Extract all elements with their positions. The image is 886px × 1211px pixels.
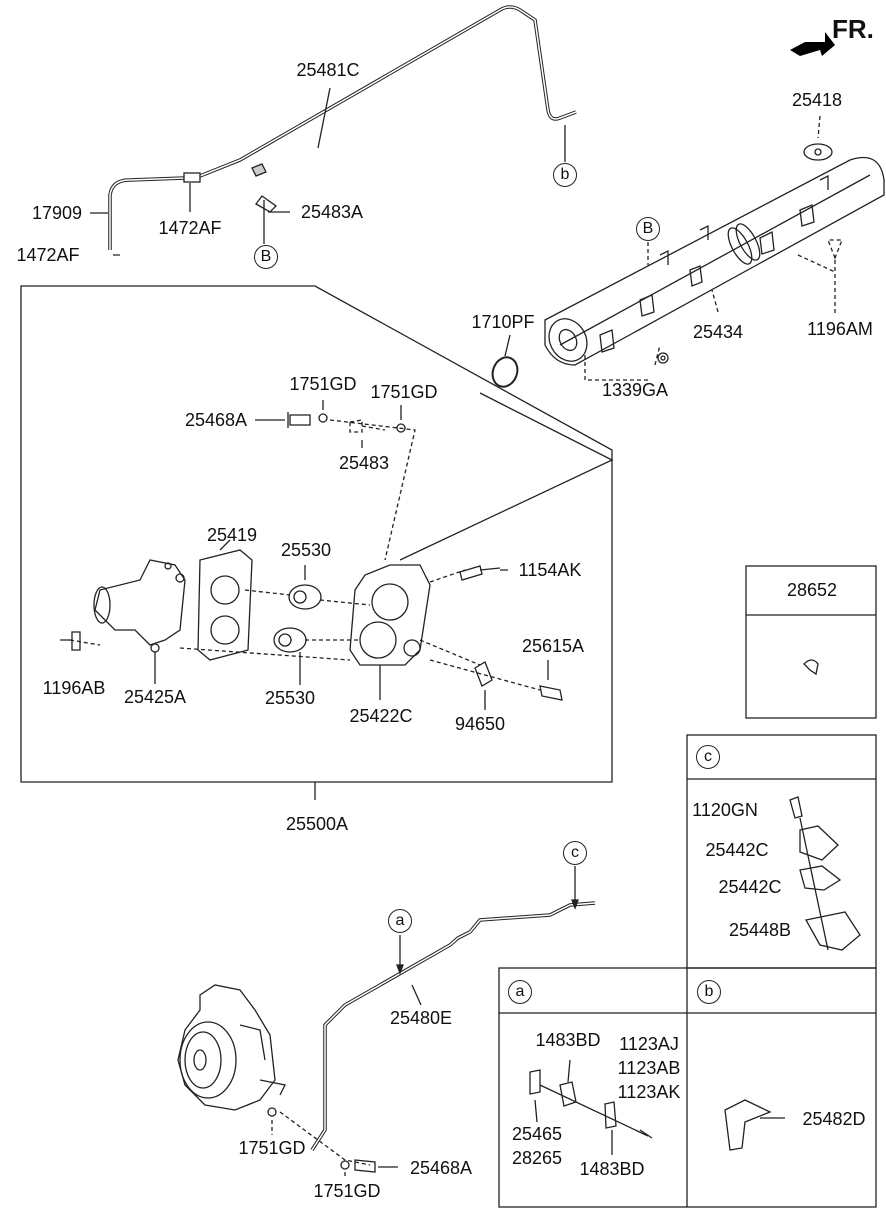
part-label: 1123AK [617, 1082, 681, 1102]
part-label: 25468A [409, 1158, 473, 1178]
part-label: 25448B [728, 920, 792, 940]
assembly-25500A-frame [20, 285, 613, 783]
part-label: 25530 [264, 688, 316, 708]
part-label: 1483BD [535, 1030, 601, 1050]
part-label: 25442C [705, 840, 769, 860]
part-label: 25465 [511, 1124, 563, 1144]
housing-25422C [349, 564, 431, 666]
part-label: 25422C [349, 706, 413, 726]
part-label: 1472AF [16, 245, 80, 265]
part-label: 25483A [300, 202, 364, 222]
part-label: 25425A [123, 687, 187, 707]
callout-B: B [254, 245, 278, 269]
part-label: 1123AB [617, 1058, 681, 1078]
part-label: 1339GA [601, 380, 669, 400]
part-label: 25481C [296, 60, 360, 80]
clip-28652-icon [803, 659, 819, 676]
part-label: 25468A [184, 410, 248, 430]
part-label: 1120GN [692, 800, 758, 820]
callout-B-rail: B [636, 217, 660, 241]
part-label: 1472AF [158, 218, 222, 238]
part-label: 17909 [31, 203, 83, 223]
callout-b: b [553, 163, 577, 187]
box-a-header: a [508, 980, 532, 1004]
callout-a-pipe: a [388, 909, 412, 933]
part-label: 1751GD [370, 382, 438, 402]
water-pump [177, 984, 286, 1111]
water-pipe-25480E [310, 901, 596, 1151]
thermostat-housing-25425A [93, 559, 186, 653]
part-label: 1710PF [471, 312, 535, 332]
part-label: 28652 [786, 580, 838, 600]
part-label: 25500A [285, 814, 349, 834]
thermostat-25530-lower [273, 627, 307, 653]
thermostat-25530-upper [288, 584, 322, 610]
box-28652 [745, 565, 877, 719]
part-label: 1154AK [518, 560, 582, 580]
part-label: 1196AB [42, 678, 106, 698]
part-label: 25530 [280, 540, 332, 560]
part-label: 1483BD [579, 1159, 645, 1179]
part-label: 25480E [389, 1008, 453, 1028]
part-label: 25419 [206, 525, 258, 545]
part-label: 28265 [511, 1148, 563, 1168]
box-b-header: b [697, 980, 721, 1004]
part-label: 1751GD [289, 374, 357, 394]
box-c-header: c [696, 745, 720, 769]
front-direction-label: FR. [832, 14, 874, 44]
o-ring-1710PF [491, 356, 519, 388]
part-label: 1123AJ [619, 1034, 679, 1054]
part-label: 1751GD [238, 1138, 306, 1158]
gasket-25419 [197, 549, 253, 661]
part-label: 25434 [692, 322, 744, 342]
part-label: 1196AM [807, 319, 873, 339]
part-label: 25615A [521, 636, 585, 656]
front-arrow-icon [790, 32, 835, 56]
part-label: 25442C [718, 877, 782, 897]
water-pipe-25434 [544, 143, 885, 366]
part-label: 25482D [802, 1109, 866, 1129]
part-label: 25418 [791, 90, 843, 110]
bracket-25482D-icon [724, 1099, 785, 1151]
part-label: 25483 [338, 453, 390, 473]
part-label: 94650 [454, 714, 506, 734]
part-label: 1751GD [313, 1181, 381, 1201]
callout-c-pipe: c [563, 841, 587, 865]
